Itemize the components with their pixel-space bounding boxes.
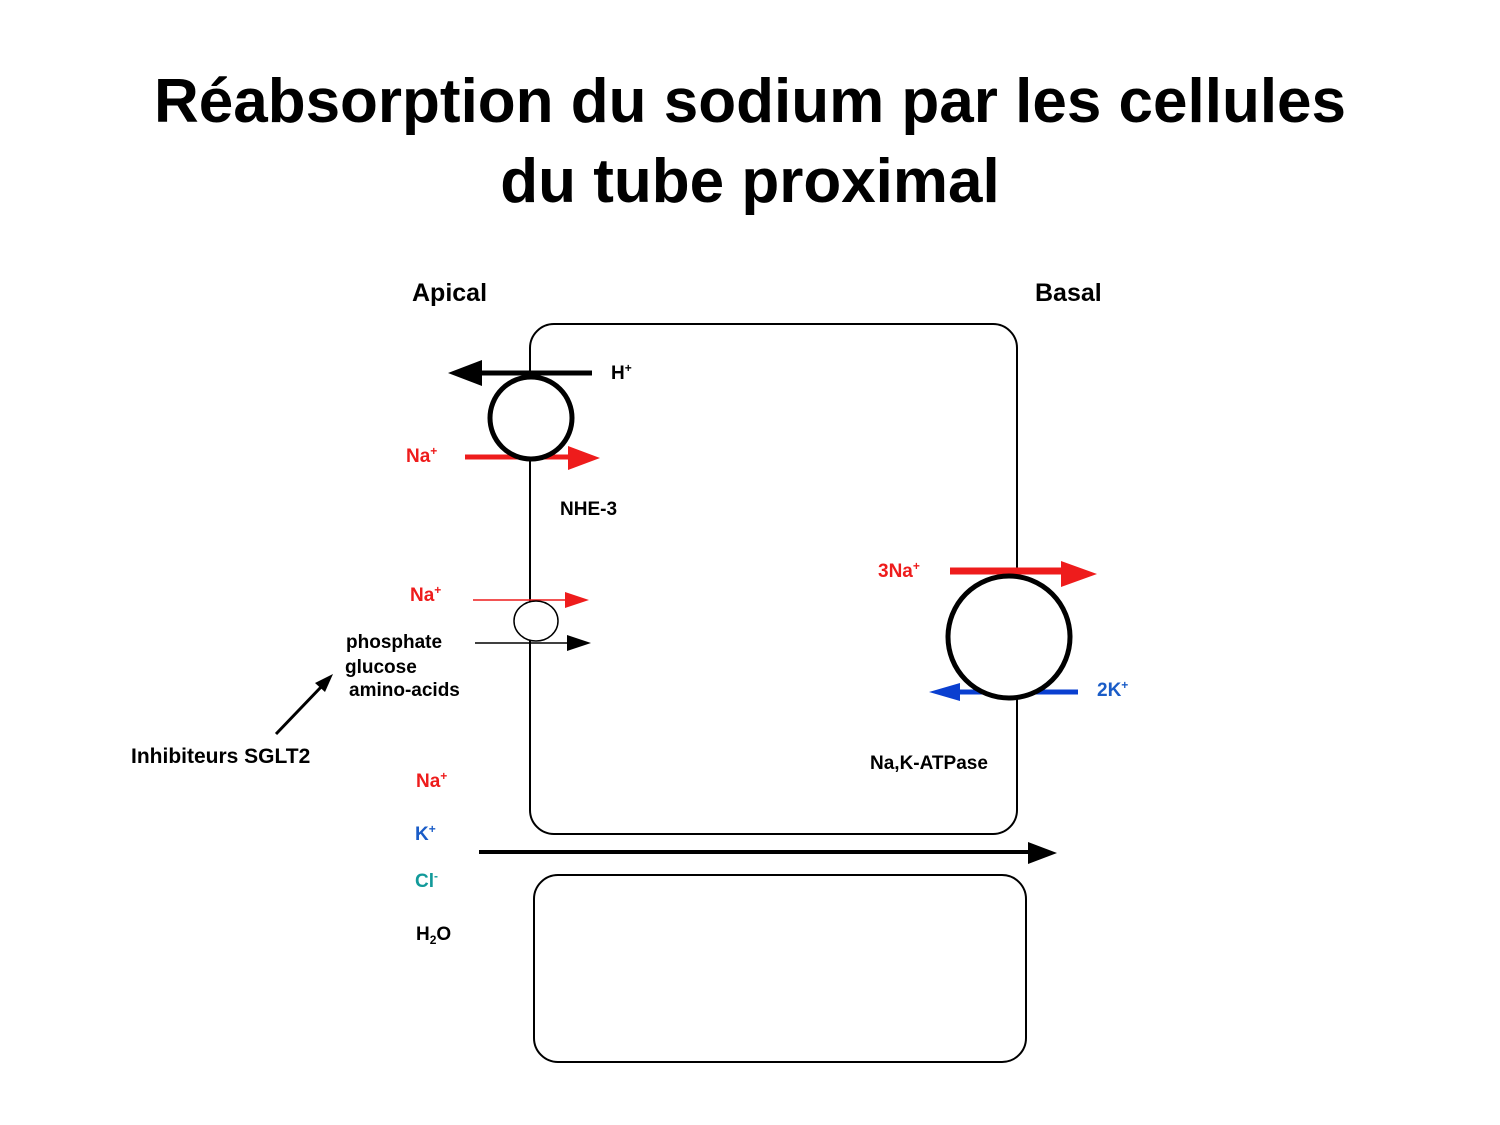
naka-atpase-pump bbox=[945, 573, 1073, 701]
apical-label: Apical bbox=[412, 279, 488, 307]
k-influx-arrowhead bbox=[929, 683, 960, 701]
na-cotransport-arrowhead bbox=[565, 592, 589, 608]
title-line-2: du tube proximal bbox=[500, 147, 1000, 216]
nhe3-label: NHE-3 bbox=[560, 499, 618, 520]
phosphate-label: phosphate bbox=[346, 632, 443, 653]
sglt2-inhibitor-arrow-line bbox=[274, 684, 324, 736]
neighbor-cell bbox=[533, 874, 1027, 1063]
na-efflux-arrowhead bbox=[1061, 561, 1097, 587]
na-ion-label-nhe3: Na+ bbox=[406, 444, 438, 467]
na-influx-arrowhead bbox=[568, 446, 600, 470]
nhe3-transporter bbox=[487, 374, 575, 462]
glucose-label: glucose bbox=[345, 657, 417, 678]
h-ion-label: H+ bbox=[611, 361, 632, 384]
paracellular-arrowhead bbox=[1028, 842, 1057, 864]
amino-acids-label: amino-acids bbox=[349, 680, 460, 701]
3na-ion-label: 3Na+ bbox=[878, 559, 920, 582]
sglt2-inhibitors-label: Inhibiteurs SGLT2 bbox=[131, 745, 311, 768]
paracellular-na-label: Na+ bbox=[416, 769, 448, 792]
solute-cotransport-arrowhead bbox=[567, 635, 591, 651]
paracellular-k-label: K+ bbox=[415, 822, 436, 845]
na-ion-label-sglt: Na+ bbox=[410, 583, 442, 606]
basal-label: Basal bbox=[1035, 279, 1102, 307]
title-line-1: Réabsorption du sodium par les cellules bbox=[153, 67, 1347, 136]
2k-ion-label: 2K+ bbox=[1097, 678, 1129, 701]
h-efflux-arrowhead bbox=[448, 360, 482, 386]
sglt2-inhibitor-arrowhead bbox=[315, 674, 333, 692]
paracellular-cl-label: Cl- bbox=[415, 869, 438, 892]
sglt-transporter bbox=[513, 600, 559, 642]
naka-atpase-label: Na,K-ATPase bbox=[870, 753, 988, 774]
paracellular-h2o-label: H2O bbox=[416, 924, 452, 947]
slide-title: Réabsorption du sodium par les cellules … bbox=[0, 62, 1500, 222]
